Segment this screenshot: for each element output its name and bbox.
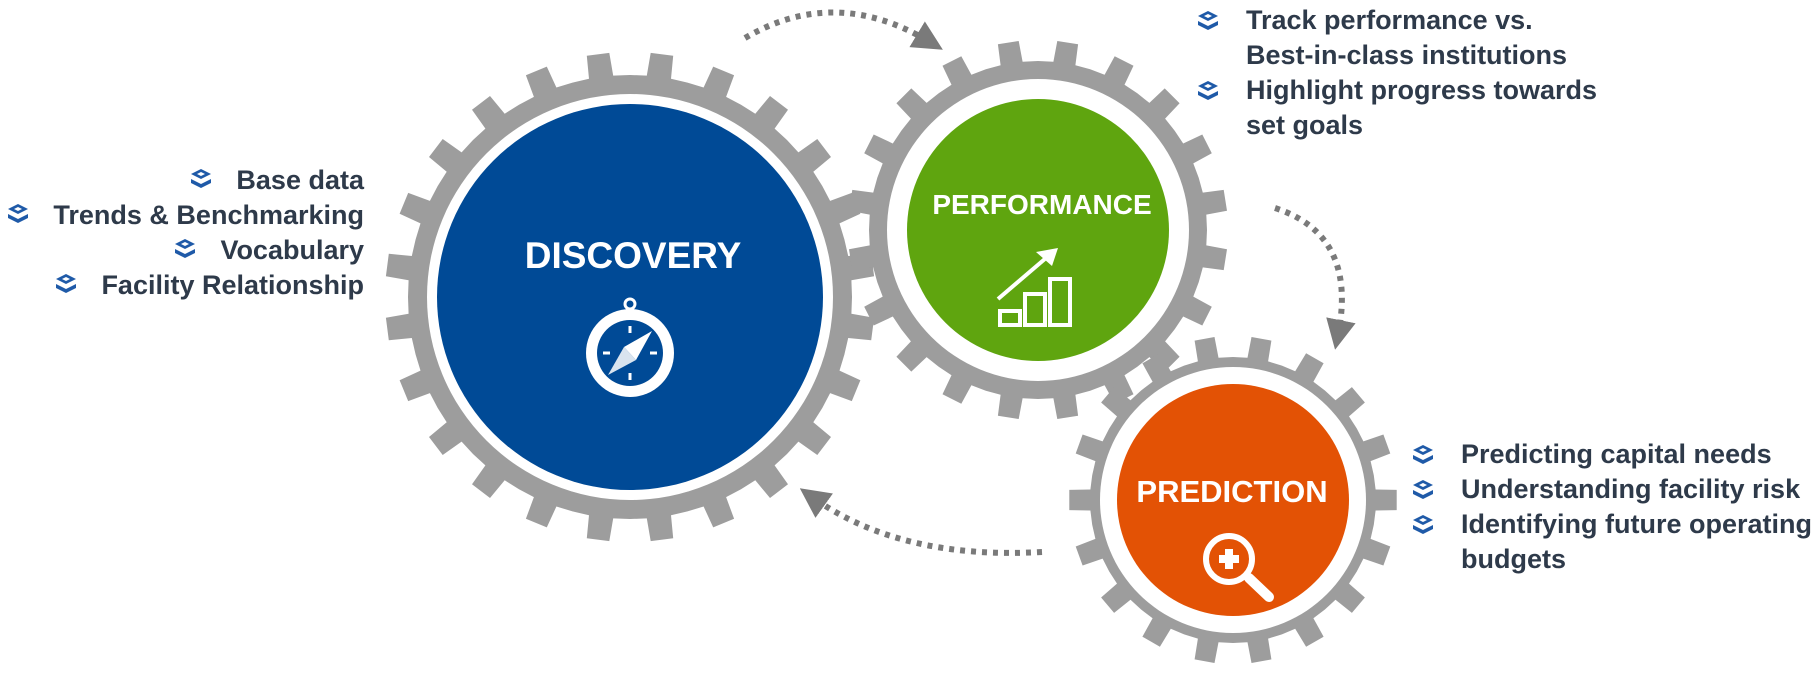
discovery-circle xyxy=(437,104,823,490)
list-item-text: Base data xyxy=(236,165,364,195)
list-item-text: Predicting capital needs xyxy=(1461,439,1772,469)
list-item-text: Track performance vs. xyxy=(1246,5,1533,35)
bullet-icon xyxy=(172,238,198,260)
prediction-bullet-list: Predicting capital needs Understanding f… xyxy=(1410,437,1812,577)
list-item: Highlight progress towards set goals xyxy=(1195,73,1597,143)
prediction-gear: PREDICTION xyxy=(1069,337,1397,663)
list-item-text: Identifying future operating xyxy=(1461,509,1812,539)
list-item: Facility Relationship xyxy=(5,268,364,303)
list-item: Trends & Benchmarking xyxy=(5,198,364,233)
list-item-text-continued: budgets xyxy=(1461,544,1566,574)
bullet-icon xyxy=(5,203,31,225)
list-item-text: Understanding facility risk xyxy=(1461,474,1801,504)
list-item: Vocabulary xyxy=(5,233,364,268)
prediction-label: PREDICTION xyxy=(1136,474,1327,509)
bullet-icon xyxy=(1410,479,1436,501)
list-item-text-continued: set goals xyxy=(1246,110,1364,140)
performance-circle xyxy=(907,99,1169,361)
list-item-text: Trends & Benchmarking xyxy=(53,200,364,230)
compass-icon xyxy=(586,297,674,397)
magnifier-plus-icon xyxy=(1203,533,1274,602)
bullet-icon xyxy=(53,273,79,295)
bullet-icon xyxy=(188,168,214,190)
bullet-icon xyxy=(1195,10,1221,32)
list-item: Understanding facility risk xyxy=(1410,472,1812,507)
cycle-arrow-performance-to-prediction xyxy=(1274,205,1356,350)
discovery-gear: DISCOVERY xyxy=(385,52,875,542)
performance-bullet-list: Track performance vs. Best-in-class insti… xyxy=(1195,3,1597,143)
list-item: Track performance vs. Best-in-class insti… xyxy=(1195,3,1597,73)
list-item-text: Vocabulary xyxy=(220,235,364,265)
prediction-circle xyxy=(1117,384,1349,616)
list-item-text: Highlight progress towards xyxy=(1246,75,1598,105)
bullet-icon xyxy=(1195,80,1221,102)
list-item: Predicting capital needs xyxy=(1410,437,1812,472)
list-item: Identifying future operating budgets xyxy=(1410,507,1812,577)
discovery-label: DISCOVERY xyxy=(525,235,742,276)
list-item-text-continued: Best-in-class institutions xyxy=(1246,40,1568,70)
bullet-icon xyxy=(1410,514,1436,536)
cycle-arrow-discovery-to-performance xyxy=(743,9,943,50)
bullet-icon xyxy=(1410,444,1436,466)
bar-chart-growth-icon xyxy=(996,248,1072,327)
performance-gear: PERFORMANCE xyxy=(849,41,1227,419)
performance-label: PERFORMANCE xyxy=(932,189,1151,220)
cycle-arrow-prediction-to-discovery xyxy=(799,488,1043,556)
list-item-text: Facility Relationship xyxy=(101,270,364,300)
list-item: Base data xyxy=(5,163,364,198)
discovery-bullet-list: Base data Trends & Benchmarking Vocabula… xyxy=(5,163,364,303)
